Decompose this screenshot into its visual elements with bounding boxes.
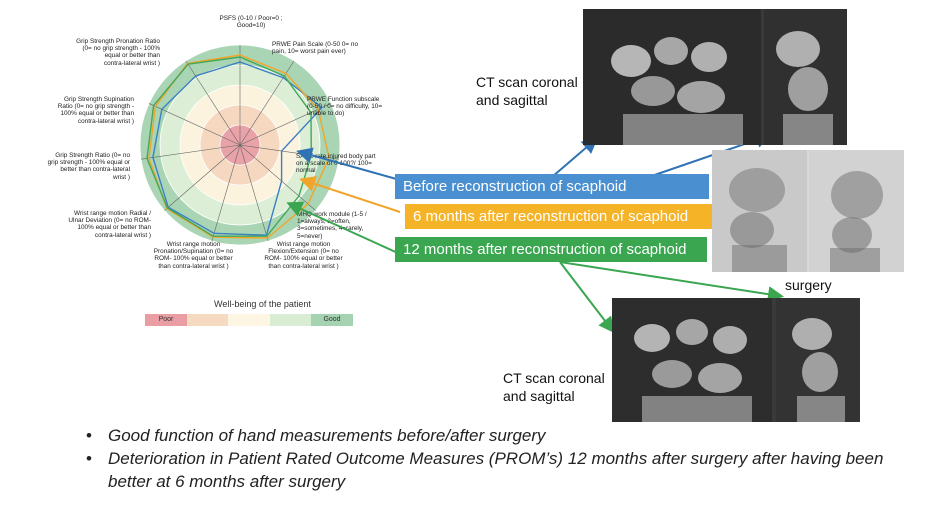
axis-label-mhq: MHQ work module (1-5 / 1=always, 2=often… xyxy=(297,211,367,240)
radar-spoke xyxy=(185,60,241,146)
bullet-item: • Good function of hand measurements befo… xyxy=(78,424,908,447)
radar-spoke xyxy=(239,60,295,146)
radar-series-line xyxy=(146,56,313,237)
banner-before: Before reconstruction of scaphoid xyxy=(395,174,709,199)
radar-spoke xyxy=(211,144,241,242)
wellbeing-legend-title: Well-being of the patient xyxy=(214,299,311,309)
caption-xray: surgery xyxy=(785,277,832,293)
radar-spoke xyxy=(164,144,241,211)
banner-six-months: 6 months after reconstruction of scaphoi… xyxy=(405,204,713,229)
bullet-text: Deterioration in Patient Rated Outcome M… xyxy=(108,449,884,491)
bullet-dot: • xyxy=(86,449,92,468)
caption-ct-top: CT scan coronal and sagittal xyxy=(476,74,578,108)
radar-spoke xyxy=(140,144,241,160)
xray-image xyxy=(712,150,904,272)
ct-scan-top-bones xyxy=(583,9,847,145)
radar-spoke xyxy=(148,103,241,146)
axis-label-prwe-function: PRWE Function subscale (0-50 / 0= no dif… xyxy=(307,96,383,118)
bullet-list: • Good function of hand measurements befo… xyxy=(78,424,908,493)
ct-scan-bottom-image xyxy=(612,298,860,422)
xray-bones xyxy=(712,150,904,272)
radar-chart-panel: PSFS (0-10 / Poor=0 ; Good=10) PRWE Pain… xyxy=(28,5,382,345)
ct-scan-bottom-bones xyxy=(612,298,860,422)
wellbeing-level-3 xyxy=(228,314,270,326)
radar-spoke xyxy=(239,144,269,242)
axis-label-radial-ulnar: Wrist range motion Radial / Ulnar Deviat… xyxy=(68,210,151,239)
bullet-item: • Deterioration in Patient Rated Outcome … xyxy=(78,447,908,493)
axis-label-grip-ratio: Grip Strength Ratio (0= no grip strength… xyxy=(47,152,130,181)
axis-label-sane: SANE rate injured body part on a scale o… xyxy=(296,153,376,175)
axis-label-flexion-extension: Wrist range motion Flexion/Extension (0=… xyxy=(264,241,343,270)
ct-scan-top-image xyxy=(583,9,847,145)
banner-twelve-months: 12 months after reconstruction of scapho… xyxy=(395,237,707,262)
radar-chart xyxy=(139,44,341,246)
wellbeing-good: Good xyxy=(311,314,353,326)
arrow-twelve-to-ct xyxy=(559,261,615,334)
axis-label-grip-supination: Grip Strength Supination Ratio (0= no gr… xyxy=(57,96,134,125)
wellbeing-poor: Poor xyxy=(145,314,187,326)
axis-label-prwe-pain: PRWE Pain Scale (0-50 0= no pain, 10= wo… xyxy=(272,41,359,56)
radar-spoke xyxy=(239,103,332,146)
caption-ct-bottom: CT scan coronal and sagittal xyxy=(503,370,605,404)
radar-series-line xyxy=(148,54,330,239)
axis-label-psfs: PSFS (0-10 / Poor=0 ; Good=10) xyxy=(219,15,283,30)
wellbeing-level-4 xyxy=(270,314,311,326)
axis-label-grip-pronation: Grip Strength Pronation Ratio (0= no gri… xyxy=(76,38,160,67)
bullet-text: Good function of hand measurements befor… xyxy=(108,426,546,445)
axis-label-pronation-supination: Wrist range motion Pronation/Supination … xyxy=(153,241,234,270)
radar-series-line xyxy=(152,61,323,236)
wellbeing-level-2 xyxy=(187,314,228,326)
bullet-dot: • xyxy=(86,426,92,445)
